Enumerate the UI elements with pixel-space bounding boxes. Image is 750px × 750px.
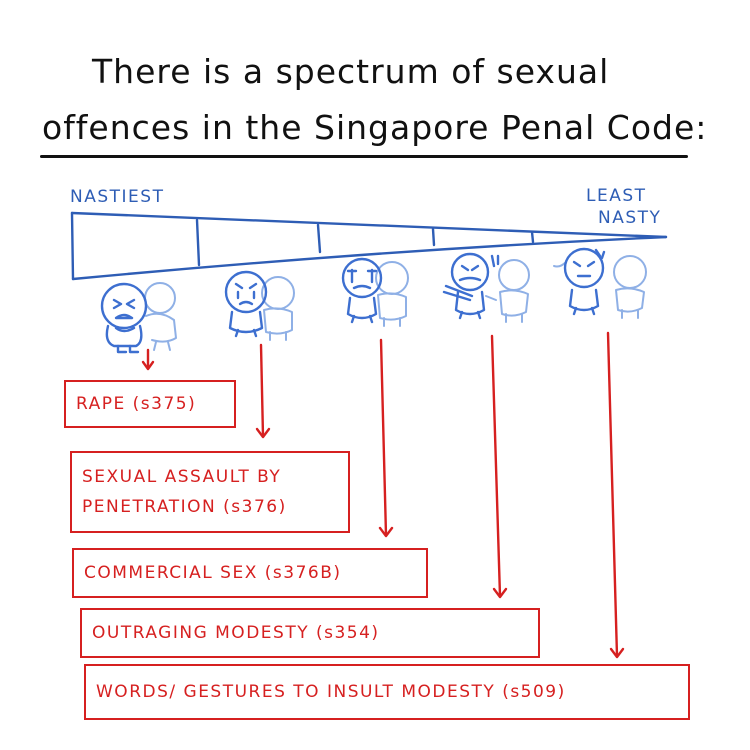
offence-box-rape: RAPE (s375) bbox=[64, 380, 236, 428]
offence-label: OUTRAGING MODESTY (s354) bbox=[92, 623, 380, 643]
arrow-outraging-modesty bbox=[490, 334, 508, 599]
label-nastiest: NASTIEST bbox=[70, 187, 165, 207]
title-line-2: offences in the Singapore Penal Code: bbox=[42, 108, 708, 147]
offence-box-words-gestures: WORDS/ GESTURES TO INSULT MODESTY (s509) bbox=[84, 664, 690, 720]
offence-label-line2: PENETRATION (s376) bbox=[82, 497, 287, 517]
distressed-face-icon bbox=[100, 282, 177, 354]
wedge-divider-3 bbox=[431, 227, 436, 247]
offence-box-commercial-sex: COMMERCIAL SEX (s376B) bbox=[72, 548, 428, 598]
title-line-1: There is a spectrum of sexual bbox=[92, 52, 610, 91]
worried-face-icon bbox=[341, 257, 409, 327]
offence-box-outraging-modesty: OUTRAGING MODESTY (s354) bbox=[80, 608, 540, 658]
severity-wedge bbox=[70, 211, 668, 281]
offence-label: RAPE (s375) bbox=[76, 394, 197, 414]
wedge-divider-1 bbox=[195, 218, 201, 267]
title-underline bbox=[40, 155, 688, 158]
offence-label-line1: SEXUAL ASSAULT BY bbox=[82, 467, 282, 487]
arrow-commercial-sex bbox=[378, 338, 394, 538]
arrow-sexual-assault bbox=[255, 343, 271, 439]
offence-label: WORDS/ GESTURES TO INSULT MODESTY (s509) bbox=[96, 682, 566, 702]
harassed-face-icon bbox=[442, 252, 530, 323]
insulted-face-icon bbox=[553, 247, 647, 319]
label-nasty: NASTY bbox=[598, 208, 662, 228]
arrow-rape bbox=[141, 348, 155, 371]
sad-face-icon bbox=[224, 270, 295, 341]
wedge-divider-4 bbox=[530, 230, 535, 244]
offence-arrows bbox=[141, 331, 625, 659]
offence-label: COMMERCIAL SEX (s376B) bbox=[84, 563, 342, 583]
arrow-words-gestures bbox=[606, 331, 625, 659]
wedge-divider-2 bbox=[316, 223, 322, 254]
label-least: LEAST bbox=[586, 186, 647, 206]
offence-box-sexual-assault: SEXUAL ASSAULT BY PENETRATION (s376) bbox=[70, 451, 350, 533]
